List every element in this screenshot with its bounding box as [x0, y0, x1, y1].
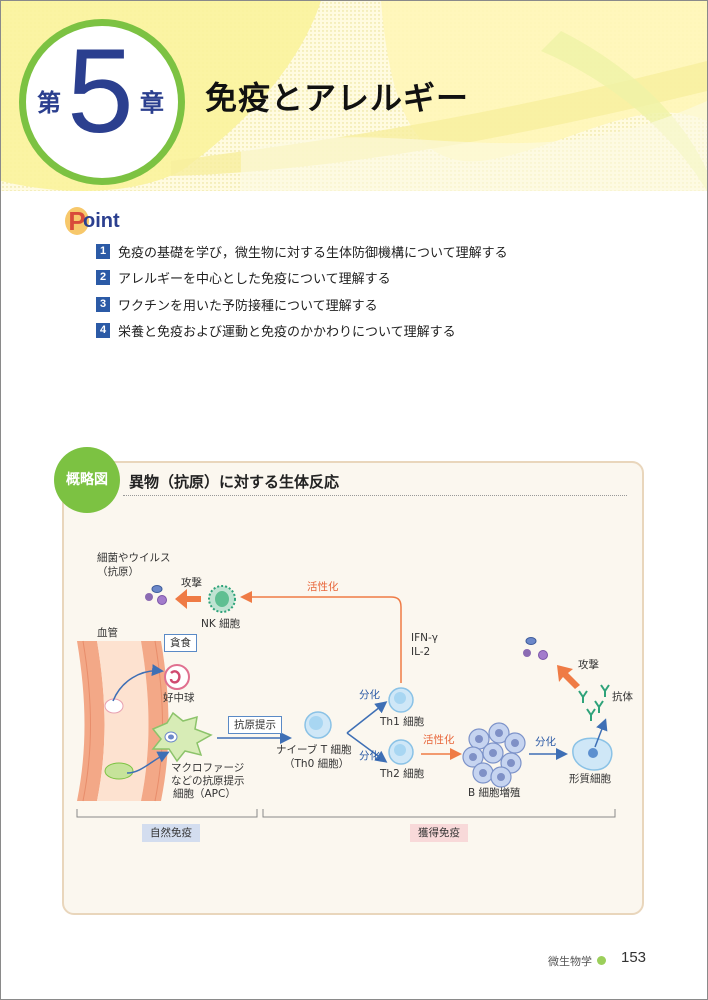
b-cell-nuclei — [469, 729, 519, 781]
point-heading: Point — [65, 207, 120, 235]
label-attack-left: 攻撃 — [181, 577, 202, 589]
point-number: 1 — [96, 243, 110, 259]
label-th0: （Th0 細胞） — [284, 758, 350, 770]
chapter-circle — [19, 19, 185, 185]
point-text: 免疫の基礎を学び，微生物に対する生体防御機構について理解する — [118, 245, 508, 261]
label-neutrophil: 好中球 — [163, 692, 195, 704]
chapter-prefix: 第 — [37, 89, 61, 117]
point-number: 3 — [96, 296, 110, 312]
th2-cell-icon — [388, 739, 414, 765]
chapter-suffix: 章 — [140, 89, 164, 117]
label-phagocytosis: 貪食 — [164, 634, 197, 652]
diff-arrow-up — [346, 701, 388, 734]
label-antigen-presentation: 抗原提示 — [228, 716, 282, 734]
th1-cell-icon — [388, 687, 414, 713]
label-macrophage-1: マクロファージ — [171, 762, 245, 774]
label-activation-top: 活性化 — [307, 581, 339, 593]
chapter-number: 5 — [67, 24, 134, 158]
label-antibody: 抗体 — [612, 691, 633, 703]
point-initial: P — [65, 207, 89, 235]
label-attack-right: 攻撃 — [578, 659, 599, 671]
chapter-title: 免疫とアレルギー — [205, 79, 470, 117]
neutrophil-icon — [164, 664, 190, 690]
activation-line-top — [240, 591, 402, 683]
point-text: アレルギーを中心とした免疫について理解する — [118, 272, 391, 288]
nk-cell-icon — [208, 585, 236, 613]
point-item: 4 栄養と免疫および運動と免疫のかかわりについて理解する — [96, 318, 508, 345]
label-activation-mid: 活性化 — [423, 734, 455, 746]
antibody-release-arrow — [594, 718, 608, 748]
overview-title-rule — [123, 495, 627, 496]
overview-title: 異物（抗原）に対する生体反応 — [129, 473, 340, 491]
label-th1: Th1 細胞 — [380, 716, 425, 728]
footer-subject: 微生物学 — [548, 955, 592, 968]
phagocytosis-arrow — [112, 664, 164, 702]
label-naive-t: ナイーブ T 細胞 — [276, 744, 352, 756]
point-number: 2 — [96, 270, 110, 286]
point-item: 1 免疫の基礎を学び，微生物に対する生体防御機構について理解する — [96, 238, 508, 265]
blood-vessel — [77, 640, 169, 802]
attack-arrow-left — [175, 589, 201, 609]
point-heading-rest: oint — [83, 210, 120, 232]
label-diff-down: 分化 — [359, 750, 380, 762]
point-text: ワクチンを用いた予防接種について理解する — [118, 298, 378, 314]
point-number: 4 — [96, 323, 110, 339]
label-ifn: IFN-γ — [411, 632, 438, 644]
innate-bracket — [76, 809, 258, 818]
label-diff-right: 分化 — [535, 736, 556, 748]
naive-t-cell-icon — [304, 711, 332, 739]
page-number: 153 — [621, 949, 647, 966]
overview-badge: 概略図 — [54, 447, 120, 513]
label-innate: 自然免疫 — [142, 824, 200, 842]
footer-dot — [597, 956, 606, 965]
plasma-cell-icon — [572, 737, 613, 771]
antigen-icon — [145, 585, 167, 605]
label-bacteria: 細菌やウイルス — [97, 552, 171, 564]
macrophage-arrow — [126, 751, 170, 774]
label-plasma-cell: 形質細胞 — [569, 773, 611, 785]
label-diff-up: 分化 — [359, 689, 380, 701]
attack-arrow-right — [557, 665, 580, 689]
antibody-icons — [578, 684, 610, 721]
point-item: 3 ワクチンを用いた予防接種について理解する — [96, 291, 508, 318]
label-il2: IL-2 — [411, 646, 431, 658]
diff-arrow-down — [346, 732, 388, 763]
label-antigen: （抗原） — [97, 566, 139, 578]
label-blood-vessel: 血管 — [97, 627, 118, 639]
label-nk-cell: NK 細胞 — [201, 618, 241, 630]
label-acquired: 獲得免疫 — [410, 824, 468, 842]
acquired-bracket — [262, 809, 616, 818]
antigen-icon-right — [523, 637, 548, 660]
macrophage-icon — [151, 711, 213, 763]
label-th2: Th2 細胞 — [380, 768, 425, 780]
label-macrophage-2: などの抗原提示 — [171, 775, 245, 787]
point-list: 1 免疫の基礎を学び，微生物に対する生体防御機構について理解する 2 アレルギーを中… — [96, 238, 508, 344]
label-macrophage-3: 細胞（APC） — [173, 788, 236, 800]
point-item: 2 アレルギーを中心とした免疫について理解する — [96, 265, 508, 292]
point-text: 栄養と免疫および運動と免疫のかかわりについて理解する — [118, 325, 456, 341]
label-b-cell: B 細胞増殖 — [468, 787, 521, 799]
